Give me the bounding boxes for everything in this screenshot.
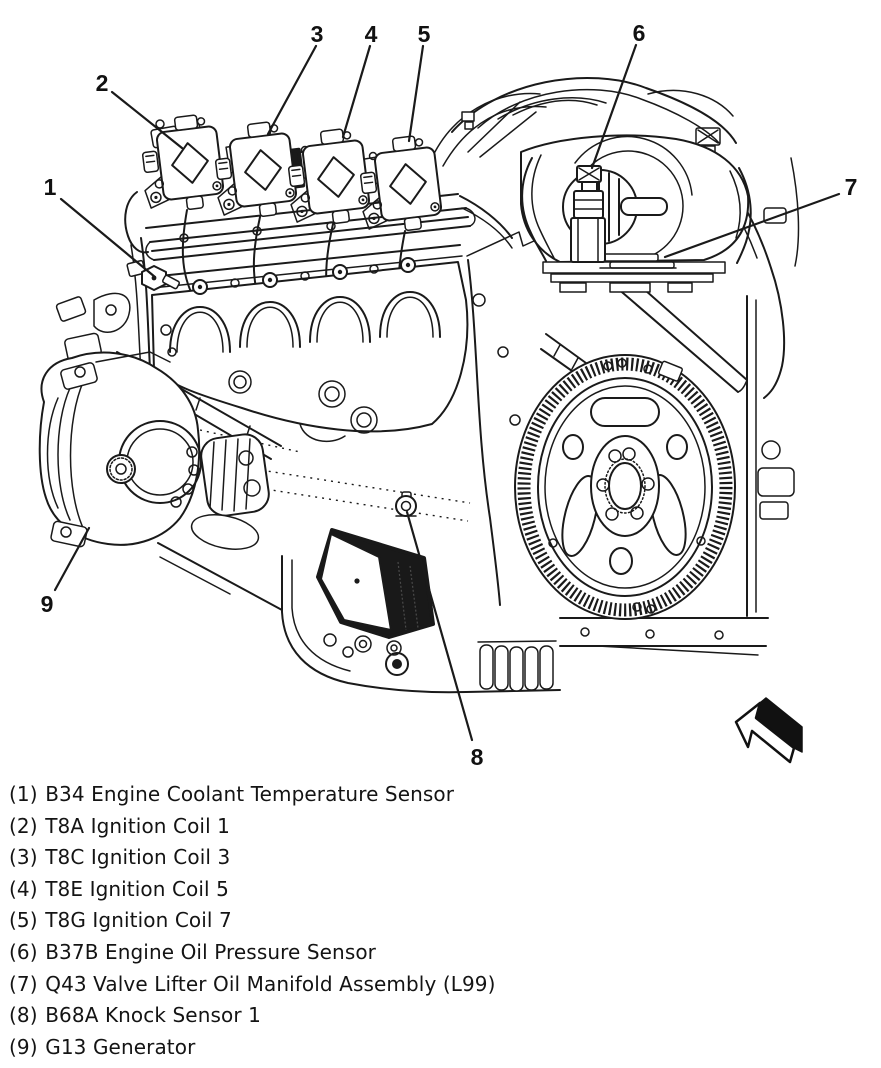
callout-7: 7 xyxy=(845,174,858,200)
leader-line-7 xyxy=(665,194,839,257)
callout-2: 2 xyxy=(96,70,109,96)
legend-item-4: (4) T8E Ignition Coil 5 xyxy=(9,874,869,906)
leader-line-5 xyxy=(409,46,423,141)
callout-5: 5 xyxy=(418,21,431,47)
ignition-coil-1 xyxy=(135,111,227,216)
leader-line-1 xyxy=(61,199,155,277)
leader-line-2 xyxy=(112,92,182,148)
callout-8: 8 xyxy=(471,744,484,770)
flywheel xyxy=(515,355,735,619)
legend-marker: (1) xyxy=(9,782,38,806)
legend-label: B68A Knock Sensor 1 xyxy=(45,1003,261,1028)
generator xyxy=(40,352,201,547)
legend-item-9: (9) G13 Generator xyxy=(9,1032,869,1064)
legend-item-8: (8) B68A Knock Sensor 1 xyxy=(9,1000,869,1032)
legend-label: T8A Ignition Coil 1 xyxy=(45,813,231,838)
legend-marker: (6) xyxy=(9,939,38,964)
ignition-coil-3 xyxy=(208,118,300,223)
legend-label: G13 Generator xyxy=(45,1034,196,1059)
exhaust-manifold xyxy=(152,258,467,441)
legend-item-5: (5) T8G Ignition Coil 7 xyxy=(9,905,869,937)
leader-line-3 xyxy=(268,46,316,134)
legend-marker: (2) xyxy=(9,813,38,838)
direction-arrow-icon xyxy=(736,698,802,762)
legend-label: B37B Engine Oil Pressure Sensor xyxy=(45,939,377,964)
legend-item-1: (1) B34 Engine Coolant Temperature Sensor xyxy=(9,779,869,811)
front-accessory-drive xyxy=(188,432,271,555)
callout-4: 4 xyxy=(365,21,378,47)
leader-line-6 xyxy=(592,45,636,168)
engine-diagram: 1 2 3 4 5 6 7 8 9 xyxy=(0,20,858,770)
legend-item-3: (3) T8C Ignition Coil 3 xyxy=(9,842,869,874)
legend: (1) B34 Engine Coolant Temperature Sensor… xyxy=(9,779,869,1063)
legend-item-7: (7) Q43 Valve Lifter Oil Manifold Assembl… xyxy=(9,969,869,1001)
leader-line-9 xyxy=(55,528,89,590)
callout-3: 3 xyxy=(311,21,324,47)
legend-marker: (5) xyxy=(9,908,38,933)
legend-marker: (9) xyxy=(9,1034,38,1059)
legend-marker: (8) xyxy=(9,1003,38,1028)
oil-cooler xyxy=(318,530,433,655)
oil-pan xyxy=(282,556,560,692)
callout-1: 1 xyxy=(44,174,57,200)
legend-item-2: (2) T8A Ignition Coil 1 xyxy=(9,811,869,843)
legend-label: T8C Ignition Coil 3 xyxy=(45,845,231,870)
knock-sensor xyxy=(396,492,416,516)
oil-pressure-sensor xyxy=(571,166,605,262)
callout-9: 9 xyxy=(41,591,54,617)
ignition-coils xyxy=(135,111,445,237)
legend-label: T8E Ignition Coil 5 xyxy=(45,876,229,901)
ignition-coil-5 xyxy=(281,125,373,230)
legend-marker: (4) xyxy=(9,876,38,901)
legend-label: T8G Ignition Coil 7 xyxy=(45,908,232,933)
legend-label: B34 Engine Coolant Temperature Sensor xyxy=(45,782,455,806)
legend-item-6: (6) B37B Engine Oil Pressure Sensor xyxy=(9,937,869,969)
callouts: 1 2 3 4 5 6 7 8 9 xyxy=(41,20,858,770)
leader-line-8 xyxy=(407,512,472,740)
legend-label: Q43 Valve Lifter Oil Manifold Assembly (… xyxy=(45,971,496,996)
callout-6: 6 xyxy=(633,20,646,46)
leader-line-4 xyxy=(343,46,370,137)
legend-marker: (3) xyxy=(9,845,38,870)
legend-marker: (7) xyxy=(9,971,38,996)
